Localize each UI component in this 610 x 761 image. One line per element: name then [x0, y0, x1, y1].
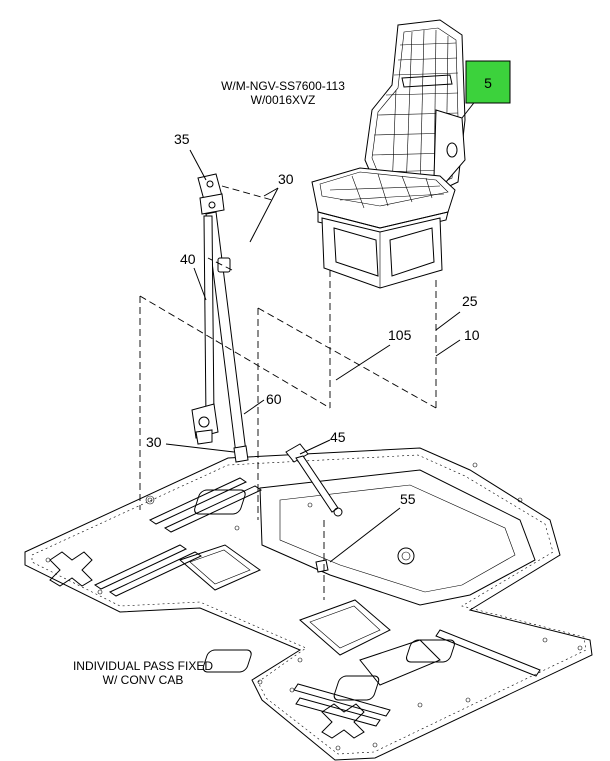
leader-lines	[165, 89, 485, 563]
seat-assembly	[311, 19, 466, 289]
callout-30-top: 30	[278, 171, 294, 187]
callout-25: 25	[462, 293, 478, 309]
seat-variant-line-1: W/M-NGV-SS7600-113	[221, 79, 345, 93]
callout-labels: 35 30 40 25 105 10 60 30 45 55	[146, 131, 480, 507]
seat-variant-note: W/M-NGV-SS7600-113 W/0016XVZ	[208, 79, 358, 107]
callout-10: 10	[464, 327, 480, 343]
callout-35: 35	[174, 131, 190, 147]
highlighted-part-5[interactable]: 5	[465, 60, 511, 104]
configuration-note: INDIVIDUAL PASS FIXED W/ CONV CAB	[48, 659, 238, 687]
seat-belt-assembly	[191, 173, 343, 573]
callout-30-bottom: 30	[146, 434, 162, 450]
callout-45: 45	[330, 429, 346, 445]
seat-variant-line-2: W/0016XVZ	[250, 93, 316, 107]
callout-40: 40	[180, 251, 196, 267]
seat-rail-slots	[93, 477, 541, 727]
mounting-holes	[45, 462, 583, 751]
floor-pan	[24, 447, 593, 761]
configuration-line-1: INDIVIDUAL PASS FIXED	[72, 659, 214, 673]
callout-60: 60	[266, 391, 282, 407]
callout-5: 5	[484, 75, 492, 91]
callout-55: 55	[400, 491, 416, 507]
explode-lines	[139, 185, 437, 600]
callout-105: 105	[388, 327, 412, 343]
configuration-line-2: W/ CONV CAB	[102, 673, 184, 687]
